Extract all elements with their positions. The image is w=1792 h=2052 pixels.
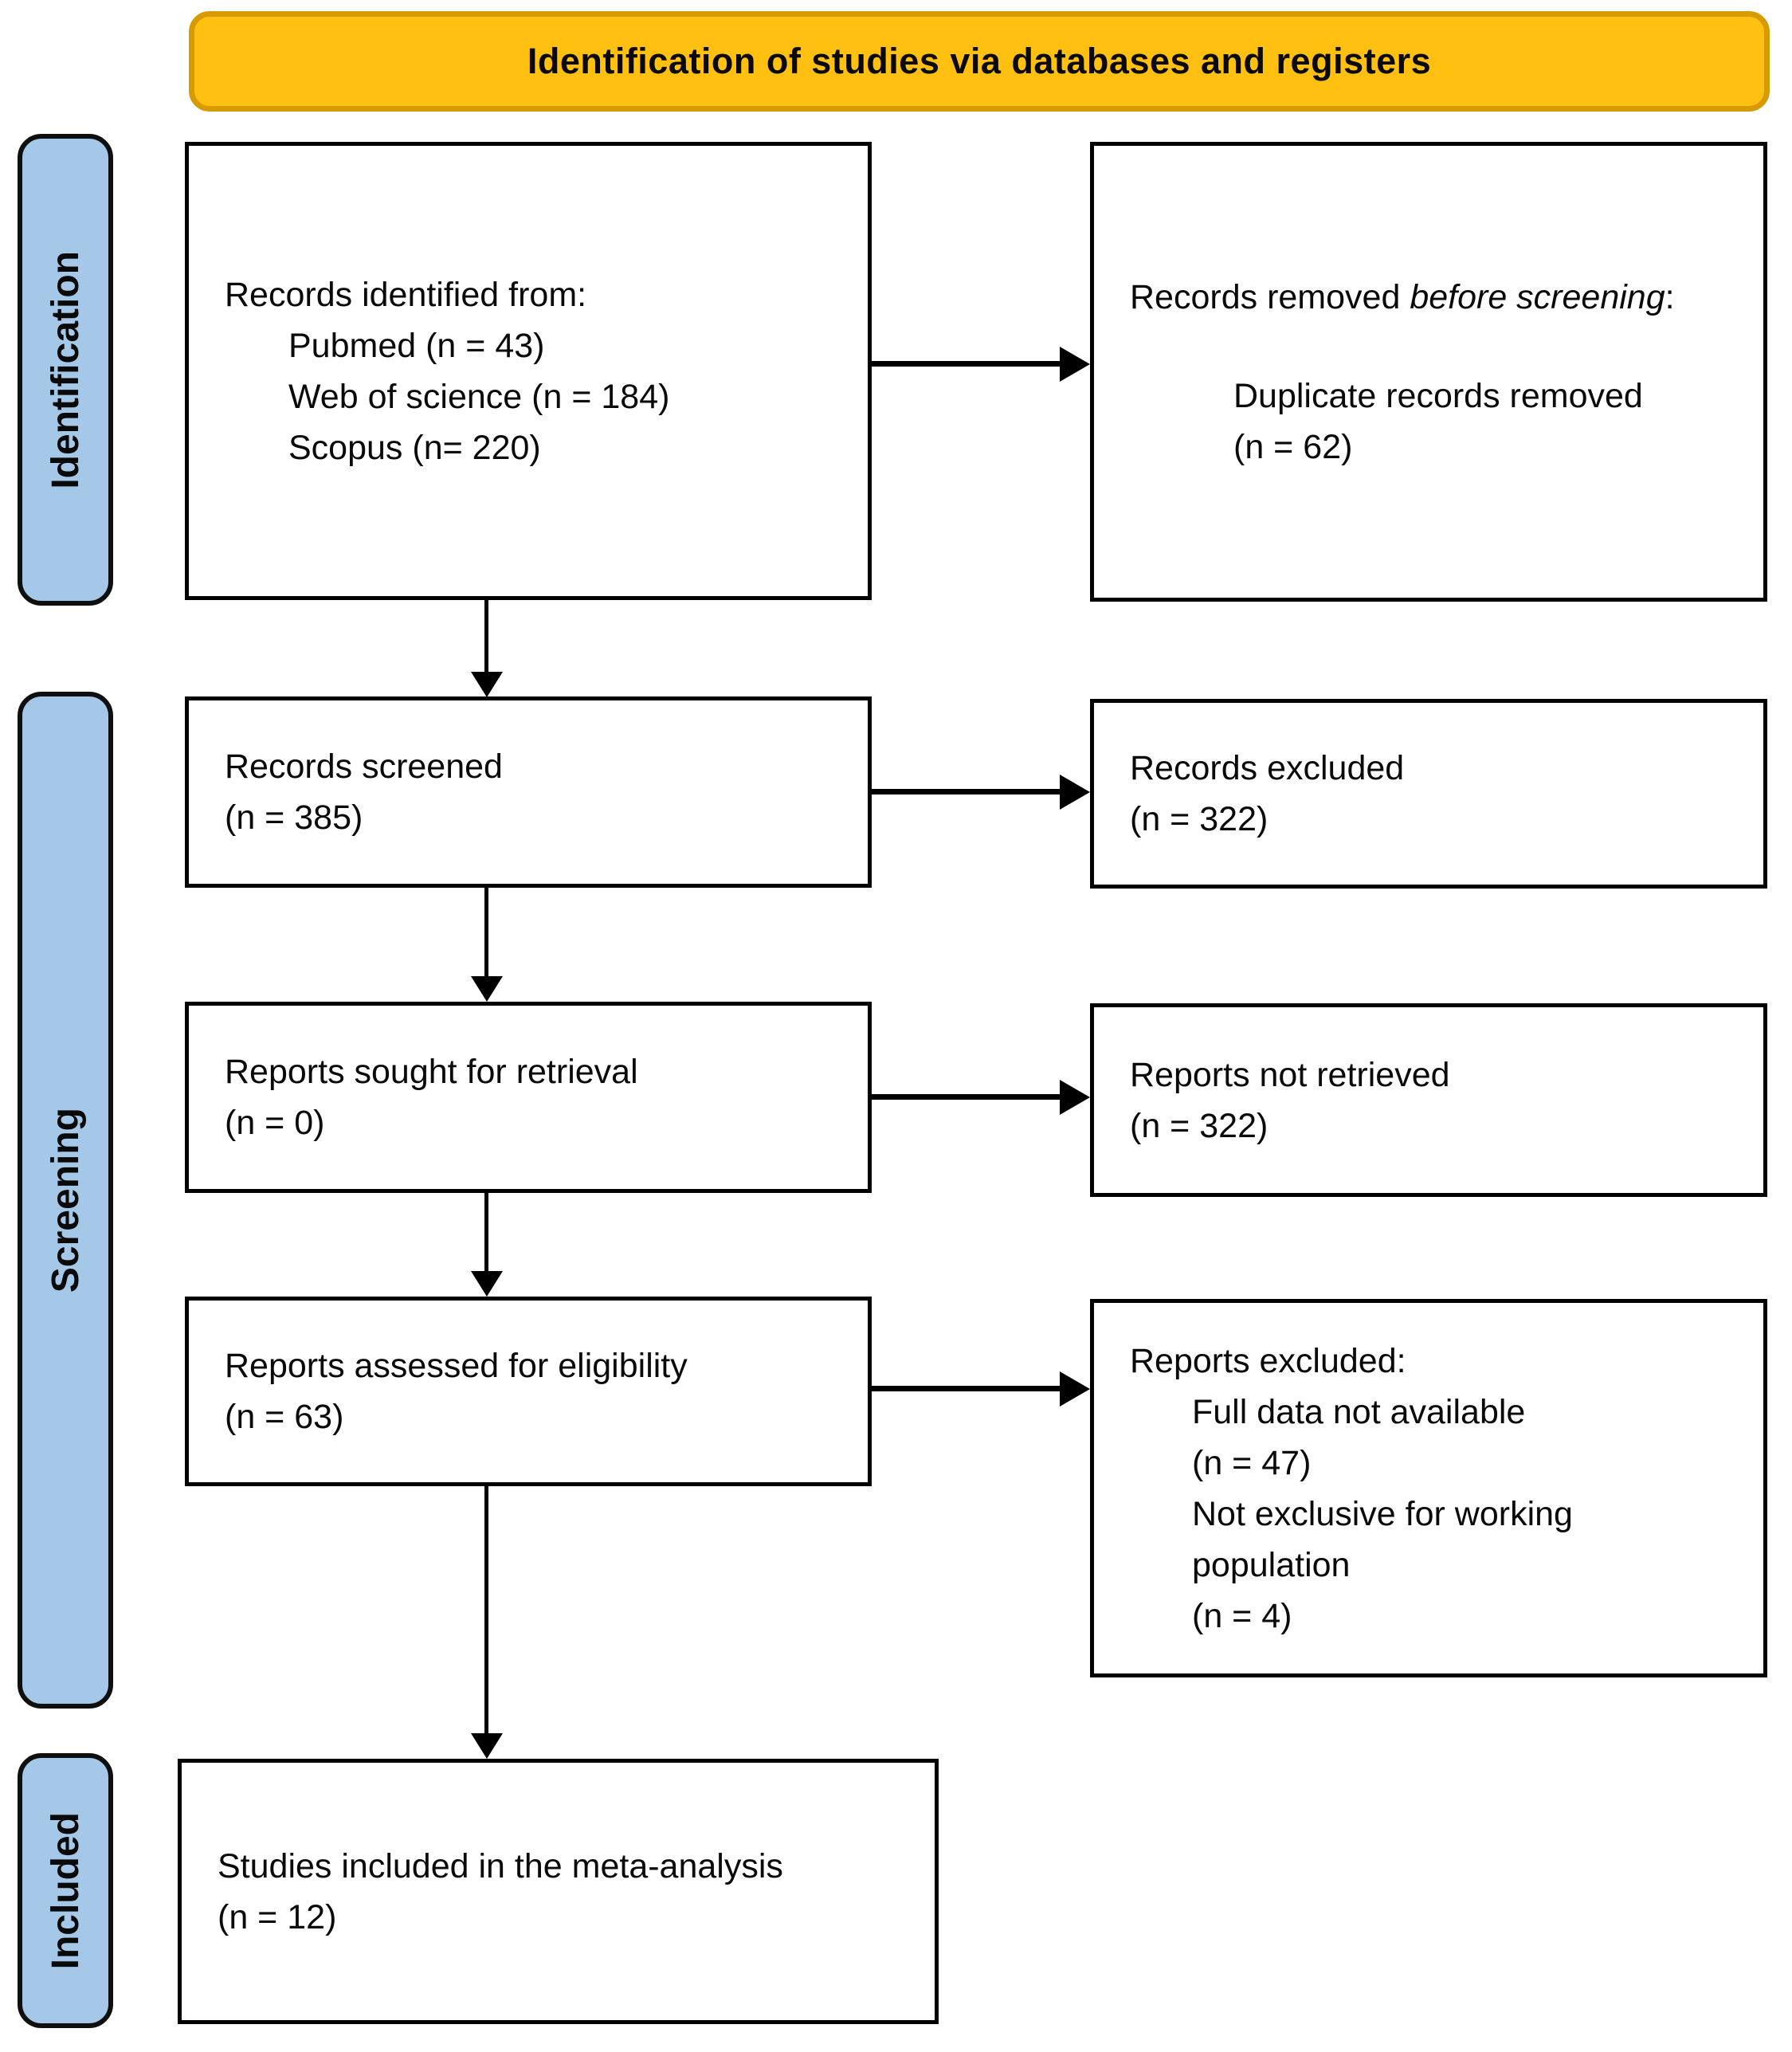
box-studies-included: Studies included in the meta-analysis (n… (178, 1759, 939, 2024)
box-intro-text: Records removed (1130, 277, 1410, 316)
box-line: (n = 322) (1130, 800, 1269, 838)
arrow-right-2-head (1060, 775, 1090, 810)
box-intro: Reports excluded: (1130, 1341, 1406, 1380)
box-items: Full data not available (n = 47) Not exc… (1130, 1387, 1739, 1642)
arrow-right-1-head (1060, 347, 1090, 382)
arrow-down-4-head (471, 1733, 503, 1759)
box-reports-sought: Reports sought for retrieval (n = 0) (185, 1002, 872, 1193)
box-intro-italic: before screening (1410, 277, 1665, 316)
header-banner: Identification of studies via databases … (189, 11, 1770, 112)
box-line: Full data not available (1192, 1392, 1526, 1431)
box-content: Records removed before screening: Duplic… (1094, 272, 1763, 473)
arrow-right-1-line (872, 361, 1061, 367)
arrow-down-2-line (484, 888, 488, 978)
box-line: Not exclusive for working population (1192, 1494, 1573, 1584)
box-line: (n = 63) (225, 1398, 344, 1436)
box-content: Reports sought for retrieval (n = 0) (189, 1046, 868, 1148)
box-line: Reports assessed for eligibility (225, 1347, 688, 1385)
arrow-down-2-head (471, 976, 503, 1002)
box-items: Pubmed (n = 43) Web of science (n = 184)… (225, 320, 844, 473)
arrow-down-3-head (471, 1271, 503, 1297)
box-content: Reports not retrieved (n = 322) (1094, 1050, 1763, 1152)
box-reports-assessed: Reports assessed for eligibility (n = 63… (185, 1297, 872, 1486)
stage-bar-included: Included (18, 1753, 113, 2028)
box-content: Records identified from: Pubmed (n = 43)… (189, 269, 868, 473)
box-records-excluded: Records excluded (n = 322) (1090, 699, 1767, 889)
box-line: (n = 12) (218, 1897, 337, 1936)
box-line: (n = 385) (225, 798, 363, 837)
box-line: Scopus (n= 220) (288, 428, 541, 467)
box-line: (n = 0) (225, 1104, 325, 1142)
box-line: (n = 322) (1130, 1106, 1269, 1145)
spacer (1130, 323, 1739, 371)
box-line: (n = 62) (1233, 427, 1353, 466)
box-content: Reports assessed for eligibility (n = 63… (189, 1340, 868, 1442)
box-content: Studies included in the meta-analysis (n… (182, 1841, 935, 1943)
box-intro: Records removed before screening: (1130, 272, 1688, 323)
box-content: Reports excluded: Full data not availabl… (1094, 1336, 1763, 1642)
arrow-down-1-head (471, 672, 503, 697)
box-records-screened: Records screened (n = 385) (185, 696, 872, 888)
box-records-identified: Records identified from: Pubmed (n = 43)… (185, 142, 872, 600)
box-content: Records excluded (n = 322) (1094, 743, 1763, 845)
arrow-right-4-line (872, 1386, 1061, 1391)
box-intro-colon: : (1665, 277, 1675, 316)
arrow-right-3-head (1060, 1080, 1090, 1115)
box-line: Studies included in the meta-analysis (218, 1846, 783, 1885)
box-line: Reports not retrieved (1130, 1055, 1450, 1094)
box-intro: Records identified from: (225, 275, 587, 314)
box-line: (n = 4) (1192, 1596, 1292, 1635)
box-reports-not-retrieved: Reports not retrieved (n = 322) (1090, 1003, 1767, 1197)
stage-label-identification: Identification (44, 250, 87, 489)
box-records-removed: Records removed before screening: Duplic… (1090, 142, 1767, 602)
arrow-right-2-line (872, 789, 1061, 795)
box-line: Duplicate records removed (1233, 376, 1643, 415)
box-line: Records screened (225, 747, 503, 786)
stage-label-screening: Screening (44, 1107, 87, 1293)
box-line: Reports sought for retrieval (225, 1053, 638, 1091)
arrow-down-3-line (484, 1193, 488, 1273)
box-items: Duplicate records removed (n = 62) (1130, 371, 1739, 473)
arrow-right-4-head (1060, 1371, 1090, 1407)
arrow-down-1-line (484, 600, 488, 673)
box-line: Web of science (n = 184) (288, 377, 670, 416)
box-line: (n = 47) (1192, 1443, 1312, 1482)
page-title: Identification of studies via databases … (527, 41, 1432, 81)
stage-bar-screening: Screening (18, 692, 113, 1709)
stage-label-included: Included (44, 1811, 87, 1970)
box-reports-excluded: Reports excluded: Full data not availabl… (1090, 1299, 1767, 1677)
stage-bar-identification: Identification (18, 134, 113, 606)
arrow-down-4-line (484, 1486, 488, 1735)
box-line: Pubmed (n = 43) (288, 326, 545, 365)
box-line: Records excluded (1130, 749, 1405, 787)
box-content: Records screened (n = 385) (189, 741, 868, 843)
arrow-right-3-line (872, 1094, 1061, 1100)
